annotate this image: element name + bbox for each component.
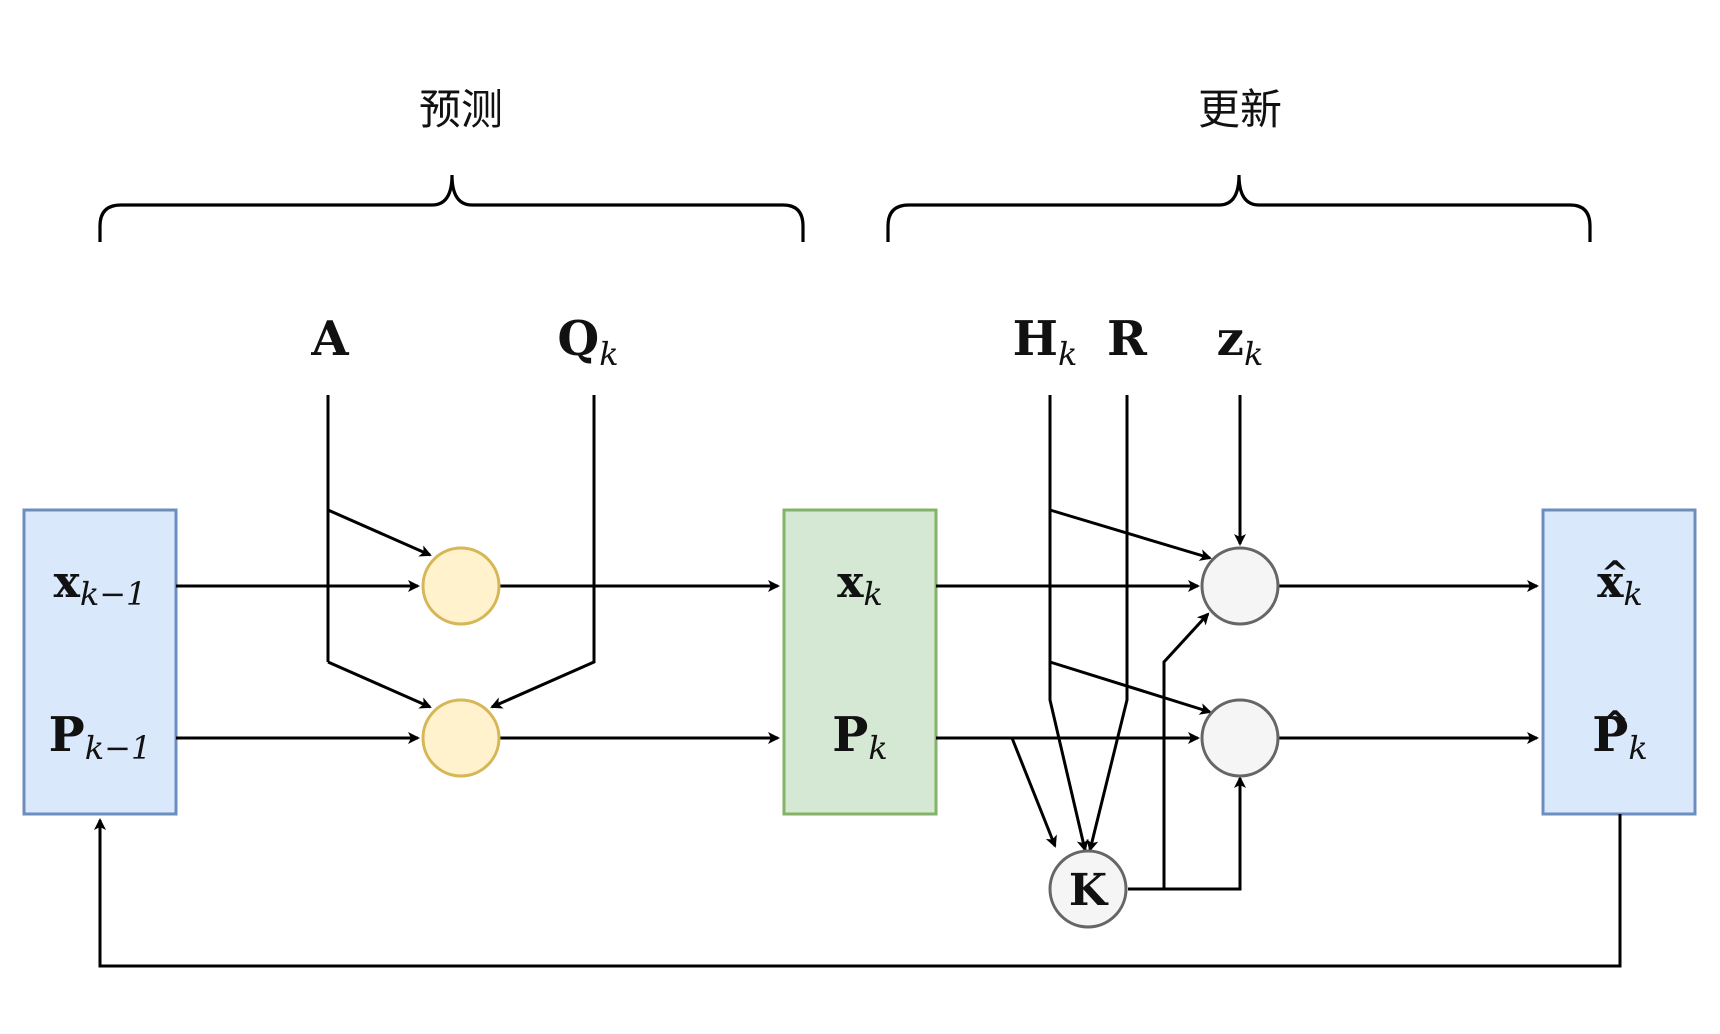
R-line xyxy=(1086,395,1129,852)
input-H: Hk xyxy=(1013,311,1078,373)
A-to-P-node-arrow xyxy=(327,660,432,709)
A-to-x-node-arrow xyxy=(327,508,432,557)
input-Q: Qk xyxy=(557,311,618,373)
update-P-node xyxy=(1200,698,1280,778)
Q-to-P-node-arrow xyxy=(490,395,596,709)
predicted-P-label: Pk xyxy=(832,707,887,767)
feedback-loop-arrow xyxy=(94,814,1622,968)
update-x-node xyxy=(1200,546,1280,626)
input-z: zk xyxy=(1217,311,1264,373)
K-to-P-update-arrow xyxy=(1164,776,1246,891)
kalman-gain-label: K xyxy=(1069,865,1109,916)
posterior-x-label: xk xyxy=(1597,557,1643,613)
posterior-P-hat: ^ xyxy=(1601,704,1630,744)
H-to-P-update-arrow xyxy=(1049,660,1212,715)
kalman-gain-node xyxy=(1048,849,1128,929)
predict-P-node xyxy=(421,698,501,778)
predicted-state-box xyxy=(782,508,938,816)
predict-x-node xyxy=(421,546,501,626)
predicted-P-to-K-arrow xyxy=(1010,737,1057,848)
H-line xyxy=(1048,395,1089,852)
input-R: R xyxy=(1107,311,1148,367)
predict-group-label: 预测 xyxy=(419,85,503,134)
K-to-x-update-arrow xyxy=(1128,612,1210,891)
posterior-x-hat: ^ xyxy=(1601,554,1630,594)
input-A: A xyxy=(310,311,349,367)
predict-brace xyxy=(98,174,805,242)
H-to-x-update-arrow xyxy=(1049,508,1212,561)
prior-state-box xyxy=(22,508,178,816)
update-group-label: 更新 xyxy=(1198,85,1282,134)
update-brace xyxy=(886,174,1592,242)
posterior-P-label: Pk xyxy=(1592,707,1647,767)
prior-x-label: xk−1 xyxy=(54,557,147,613)
prior-P-label: Pk−1 xyxy=(49,707,152,767)
predicted-x-label: xk xyxy=(837,557,883,613)
posterior-state-box xyxy=(1541,508,1697,816)
